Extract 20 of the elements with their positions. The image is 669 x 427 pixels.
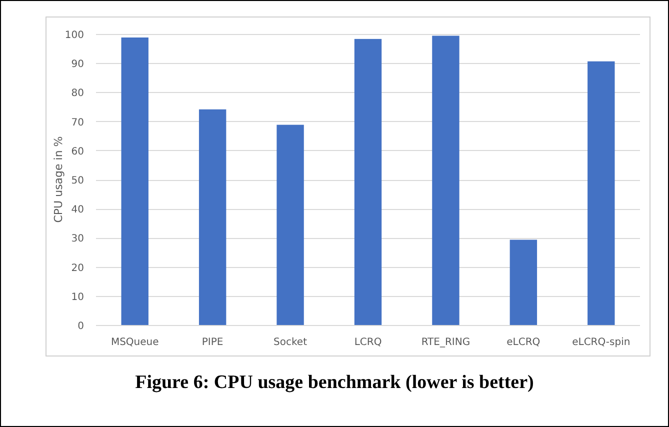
category-label: eLCRQ-spin <box>572 337 630 348</box>
tick-label: 10 <box>71 292 84 303</box>
figure-caption: Figure 6: CPU usage benchmark (lower is better) <box>134 372 535 394</box>
axis-title: CPU usage in % <box>52 136 65 223</box>
category-label: LCRQ <box>354 337 382 348</box>
tick-label: 80 <box>71 88 84 100</box>
category-label: PIPE <box>202 337 224 348</box>
tick-label: 0 <box>78 321 84 332</box>
category-label: MSQueue <box>110 337 159 348</box>
tick-label: 50 <box>71 176 84 186</box>
tick-label: 70 <box>71 117 84 128</box>
tick-label: 60 <box>71 146 84 158</box>
tick-label: 20 <box>71 262 84 274</box>
category-label: Socket <box>274 337 308 348</box>
category-label: RTE_RING <box>421 337 470 348</box>
tick-label: 90 <box>71 59 84 70</box>
tick-label: 100 <box>64 30 84 41</box>
tick-label: 40 <box>71 204 84 216</box>
category-label: eLCRQ <box>506 337 540 348</box>
tick-label: 30 <box>71 234 84 245</box>
